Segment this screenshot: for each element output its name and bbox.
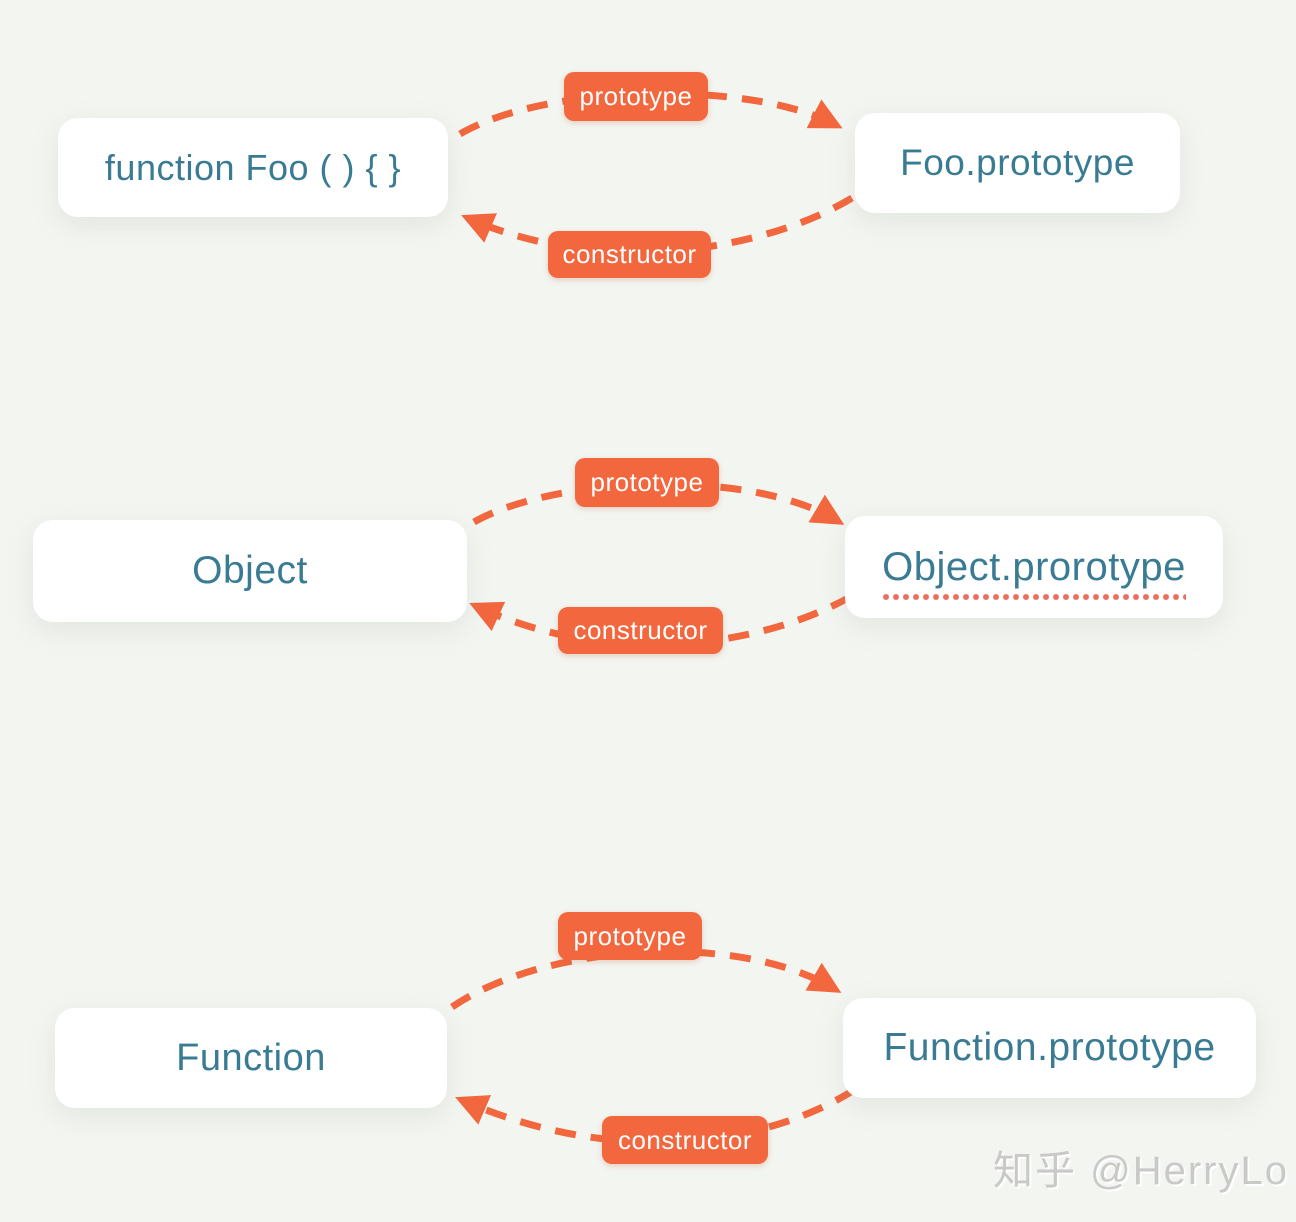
prototype-badge-function: prototype xyxy=(558,912,702,960)
constructor-badge-foo: constructor xyxy=(548,231,711,278)
node-foo-prototype: Foo.prototype xyxy=(855,113,1180,213)
node-object: Object xyxy=(33,520,467,622)
node-label: function Foo ( ) { } xyxy=(104,146,402,188)
object-constructor-arrow xyxy=(469,593,852,649)
node-label-spellcheck-underline: Object.prorotype xyxy=(882,544,1186,602)
node-label: Function xyxy=(176,1036,326,1079)
prototype-badge-object: prototype xyxy=(575,458,719,507)
watermark: 知乎 @HerryLo xyxy=(993,1149,1289,1193)
node-label: Object xyxy=(192,549,308,592)
function-constructor-arrow xyxy=(455,1087,856,1146)
node-function-foo: function Foo ( ) { } xyxy=(58,118,448,217)
constructor-badge-object: constructor xyxy=(558,607,723,654)
constructor-badge-function: constructor xyxy=(602,1116,768,1164)
node-label: Function.prototype xyxy=(883,1026,1216,1069)
node-function-prototype: Function.prototype xyxy=(843,998,1256,1098)
node-function: Function xyxy=(55,1008,447,1108)
node-object-prototype: Object.prorotype xyxy=(845,516,1223,618)
node-label: Foo.prototype xyxy=(900,142,1135,183)
prototype-badge-foo: prototype xyxy=(564,72,708,121)
